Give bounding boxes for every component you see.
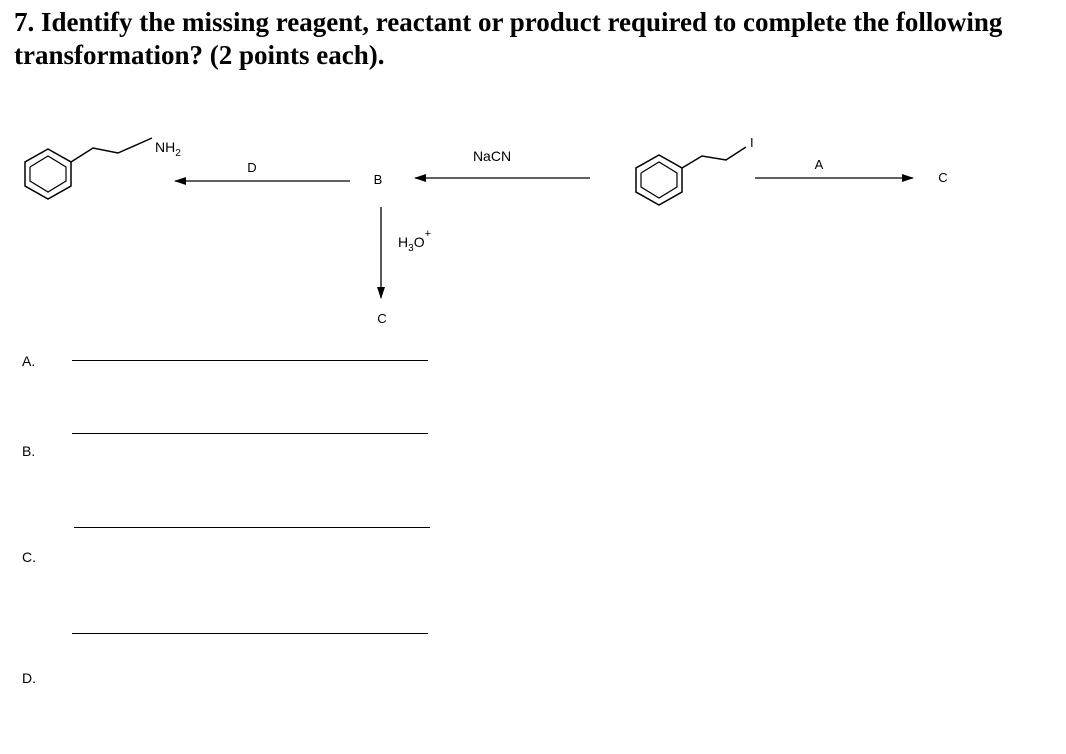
reagent-a-label: A [815, 157, 824, 172]
product-c-bottom-label: C [377, 311, 386, 326]
answer-line-c[interactable] [74, 527, 430, 528]
alkyl-chain-right [681, 146, 747, 169]
question-text: 7. Identify the missing reagent, reactan… [14, 7, 1003, 70]
benzene-inner-right [640, 161, 678, 199]
answer-line-d[interactable] [72, 633, 428, 634]
amine-molecule [24, 137, 153, 200]
answer-label-b: B. [22, 443, 36, 459]
intermediate-b-label: B [374, 172, 383, 187]
answer-label-c: C. [22, 549, 36, 565]
product-c-right-label: C [938, 170, 947, 185]
answer-label-a: A. [22, 353, 36, 369]
iodo-group-label: I [750, 135, 754, 150]
reagent-nacn-label: NaCN [473, 148, 511, 164]
iodide-molecule [635, 146, 747, 206]
reagent-d-label: D [247, 160, 256, 175]
amine-group-label: NH2 [155, 139, 181, 159]
answer-line-b[interactable] [72, 433, 428, 434]
answer-line-a[interactable] [72, 360, 428, 361]
alkyl-chain-left [70, 137, 153, 163]
answer-label-d: D. [22, 670, 36, 686]
benzene-inner-left [29, 155, 67, 193]
reagent-hydronium-label: H3O+ [398, 228, 431, 254]
